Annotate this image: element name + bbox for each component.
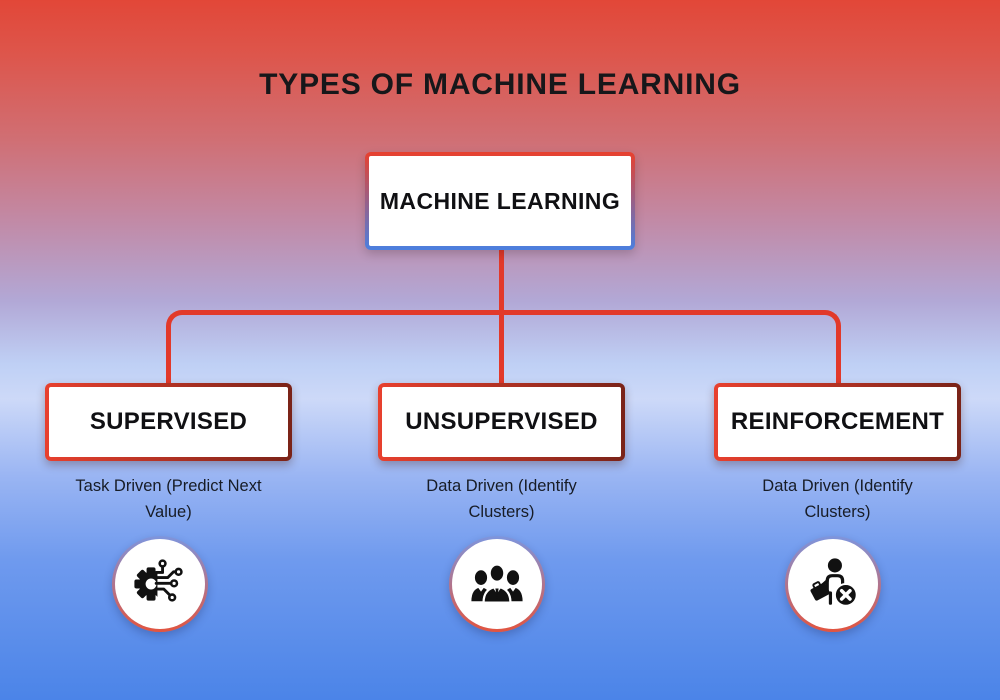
icon-badge-supervised bbox=[112, 536, 208, 632]
team-icon bbox=[471, 563, 523, 604]
icon-badge-supervised-inner bbox=[115, 539, 205, 629]
node-reinforcement-label: REINFORCEMENT bbox=[718, 387, 957, 457]
person-briefcase-x-icon bbox=[810, 558, 858, 607]
node-unsupervised-label: UNSUPERVISED bbox=[382, 387, 621, 457]
node-machine-learning-label: MACHINE LEARNING bbox=[369, 156, 631, 246]
description-unsupervised: Data Driven (Identify Clusters) bbox=[378, 474, 625, 525]
connector-center-vertical bbox=[499, 312, 504, 383]
description-unsupervised-text: Data Driven (Identify Clusters) bbox=[426, 477, 577, 521]
icon-badge-reinforcement-inner bbox=[788, 539, 878, 629]
description-supervised: Task Driven (Predict Next Value) bbox=[45, 474, 292, 525]
gear-circuit-icon bbox=[134, 559, 192, 608]
description-reinforcement: Data Driven (Identify Clusters) bbox=[714, 474, 961, 525]
node-supervised-label: SUPERVISED bbox=[49, 387, 288, 457]
icon-badge-unsupervised bbox=[449, 536, 545, 632]
page-title: TYPES OF MACHINE LEARNING bbox=[259, 68, 741, 101]
node-supervised: SUPERVISED bbox=[45, 383, 292, 461]
node-reinforcement: REINFORCEMENT bbox=[714, 383, 961, 461]
node-machine-learning: MACHINE LEARNING bbox=[365, 152, 635, 250]
icon-badge-unsupervised-inner bbox=[452, 539, 542, 629]
description-supervised-text: Task Driven (Predict Next Value) bbox=[75, 477, 262, 521]
icon-badge-reinforcement bbox=[785, 536, 881, 632]
node-unsupervised: UNSUPERVISED bbox=[378, 383, 625, 461]
connector-root-vertical bbox=[499, 248, 504, 315]
description-reinforcement-text: Data Driven (Identify Clusters) bbox=[762, 477, 913, 521]
